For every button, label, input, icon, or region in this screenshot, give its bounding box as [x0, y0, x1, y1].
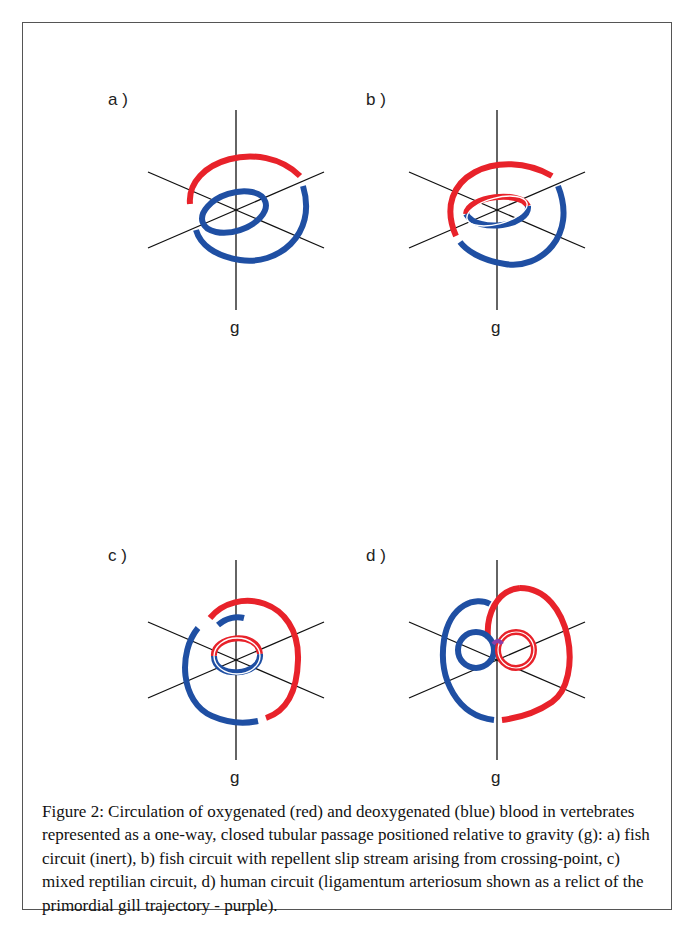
- figure-frame: [23, 23, 672, 910]
- axes-d: [409, 560, 585, 760]
- panel-label: b ): [366, 90, 386, 110]
- figure-caption: Figure 2: Circulation of oxygenated (red…: [42, 800, 654, 917]
- axes-c: [148, 560, 324, 760]
- axes-b: [409, 110, 585, 310]
- human-circuit: [443, 588, 570, 720]
- panel-label: d ): [366, 546, 386, 566]
- gravity-label: g: [230, 768, 239, 788]
- panel-label: a ): [108, 90, 128, 110]
- gravity-label: g: [230, 318, 239, 338]
- gravity-label: g: [491, 768, 500, 788]
- axes-a: [148, 110, 324, 310]
- reptilian-circuit: [185, 601, 298, 723]
- panel-label: c ): [108, 546, 127, 566]
- gravity-label: g: [491, 318, 500, 338]
- fish-circuit: [190, 157, 306, 261]
- fish-circuit-slipstream: [450, 164, 563, 264]
- ligamentum-arteriosum: [493, 641, 502, 644]
